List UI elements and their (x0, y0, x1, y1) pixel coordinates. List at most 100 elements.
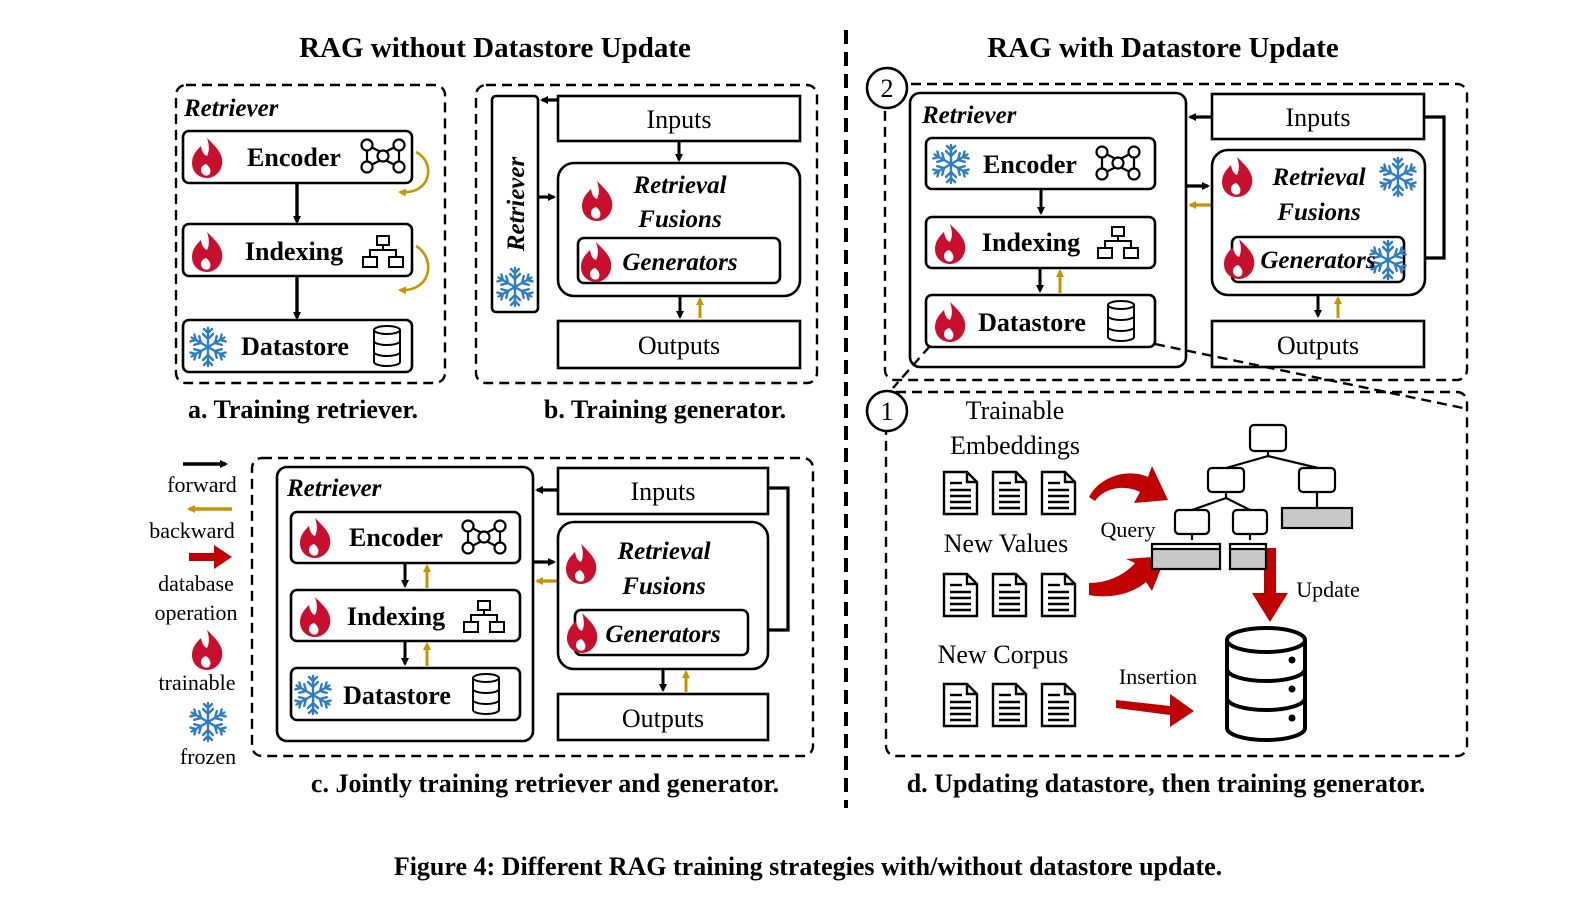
forward-arrow (1408, 115, 1446, 262)
panel-a: Retriever Encoder Indexing Datastore a. … (174, 83, 447, 424)
panel-c-encoder-label: Encoder (349, 523, 443, 552)
panel-c-retrieval-label: Retrieval (616, 538, 710, 565)
panel-c-outputs-label: Outputs (622, 704, 704, 733)
trainable-embeddings-line2: Embeddings (950, 431, 1080, 460)
figure-caption: Figure 4: Different RAG training strateg… (394, 852, 1222, 881)
tree-leaf-block (1228, 547, 1268, 571)
tree-node (1297, 466, 1337, 494)
document-icon (991, 682, 1028, 728)
zoom-line-left (892, 345, 931, 389)
panel-b-retrieval-label: Retrieval (632, 172, 726, 199)
values-red-arrow (1089, 556, 1166, 597)
document-icon (991, 470, 1028, 516)
step-1-badge (865, 389, 909, 433)
database-icon (1107, 300, 1135, 342)
panel-d-retrieval-label: Retrieval (1271, 164, 1365, 191)
document-icon (942, 470, 979, 516)
tree-leaf-block (1280, 506, 1354, 530)
panel-c-fusions-label: Fusions (621, 573, 705, 600)
step-1-label: 1 (881, 397, 894, 426)
step-2-badge (865, 66, 909, 110)
panel-c-outputs-box (556, 692, 770, 742)
step-2-label: 2 (881, 74, 894, 103)
panel-c-frame (250, 456, 815, 758)
new-corpus-label: New Corpus (938, 640, 1069, 669)
tree-node (1173, 508, 1211, 536)
tree-leaf-block (1150, 547, 1222, 571)
panel-d-step-1: 1 Trainable Embeddings New Values New Co… (865, 389, 1469, 798)
panel-d-datastore-box (924, 293, 1157, 349)
panel-c-datastore-box (289, 666, 522, 722)
document-icon (942, 572, 979, 618)
legend-snowflake-icon (189, 703, 227, 741)
panel-d-generators-label: Generators (1260, 247, 1375, 274)
panel-a-indexing-label: Indexing (245, 237, 343, 266)
legend-database-line1: database (158, 571, 234, 596)
right-header: RAG with Datastore Update (987, 32, 1339, 64)
legend-frozen: frozen (180, 744, 236, 769)
panel-c-inputs-label: Inputs (631, 477, 696, 506)
document-icon (1040, 470, 1077, 516)
panel-a-encoder-label: Encoder (247, 143, 341, 172)
index-tree (1150, 423, 1354, 571)
database-icon (373, 325, 401, 367)
subcaption-a: a. Training retriever. (188, 395, 418, 424)
subcaption-d: d. Updating datastore, then training gen… (907, 769, 1426, 798)
document-icon (942, 682, 979, 728)
legend: forward backward database operation trai… (149, 460, 238, 769)
panel-d-encoder-label: Encoder (983, 150, 1077, 179)
panel-d-bottom-frame (884, 390, 1469, 758)
panel-b-generators-label: Generators (622, 249, 737, 276)
self-update-arrow (398, 150, 430, 197)
panel-d-outputs-box (1210, 319, 1426, 369)
database-icon (472, 673, 500, 715)
panel-d-outputs-label: Outputs (1277, 331, 1359, 360)
panel-d-step-2: 2 Retriever Encoder Indexing Datastore I… (865, 66, 1469, 382)
panel-b-outputs-box (556, 319, 802, 370)
panel-c-inputs-box (556, 466, 770, 516)
tree-node (1206, 466, 1246, 494)
panel-b-retriever-box (490, 94, 540, 314)
trainable-embeddings-line1: Trainable (966, 396, 1065, 425)
panel-c: Retriever Encoder Indexing Datastore Inp… (250, 456, 815, 798)
panel-b-generators-box (576, 236, 782, 285)
panel-a-frame (174, 83, 447, 385)
legend-database-arrow (189, 545, 232, 569)
subcaption-b: b. Training generator. (544, 395, 786, 424)
panel-c-datastore-label: Datastore (343, 681, 451, 710)
panel-a-datastore-box (181, 318, 414, 374)
panel-c-retriever-label: Retriever (286, 475, 382, 502)
panel-a-datastore-label: Datastore (241, 332, 349, 361)
panel-d-datastore-label: Datastore (978, 308, 1086, 337)
tree-root-node (1248, 423, 1288, 453)
insertion-label: Insertion (1119, 664, 1197, 689)
document-icon (1040, 682, 1077, 728)
document-icon (1040, 572, 1077, 618)
panel-b: Retriever Inputs Retrieval Fusions Gener… (474, 83, 819, 424)
legend-database-line2: operation (154, 600, 237, 625)
panel-d-top-frame (883, 82, 1469, 382)
legend-flame-icon (192, 630, 223, 670)
forward-arrow (750, 486, 790, 634)
panel-b-retriever-label: Retriever (503, 157, 530, 253)
update-red-arrow (1252, 548, 1288, 622)
panel-b-inputs-label: Inputs (647, 105, 712, 134)
query-label: Query (1101, 517, 1156, 542)
panel-c-indexing-label: Indexing (347, 602, 445, 631)
panel-d-inputs-box (1210, 92, 1426, 141)
document-icon (991, 572, 1028, 618)
new-values-label: New Values (944, 529, 1068, 558)
panel-b-fusions-label: Fusions (637, 206, 721, 233)
legend-trainable: trainable (159, 670, 236, 695)
panel-a-retriever-label: Retriever (183, 95, 279, 122)
panel-d-indexing-label: Indexing (982, 228, 1080, 257)
query-red-arrow (1089, 466, 1168, 503)
legend-forward: forward (167, 472, 237, 497)
large-database-icon (1225, 626, 1307, 742)
insertion-red-arrow (1116, 694, 1194, 727)
panel-d-inputs-label: Inputs (1286, 103, 1351, 132)
panel-c-generators-label: Generators (605, 621, 720, 648)
panel-b-inputs-box (556, 94, 802, 143)
